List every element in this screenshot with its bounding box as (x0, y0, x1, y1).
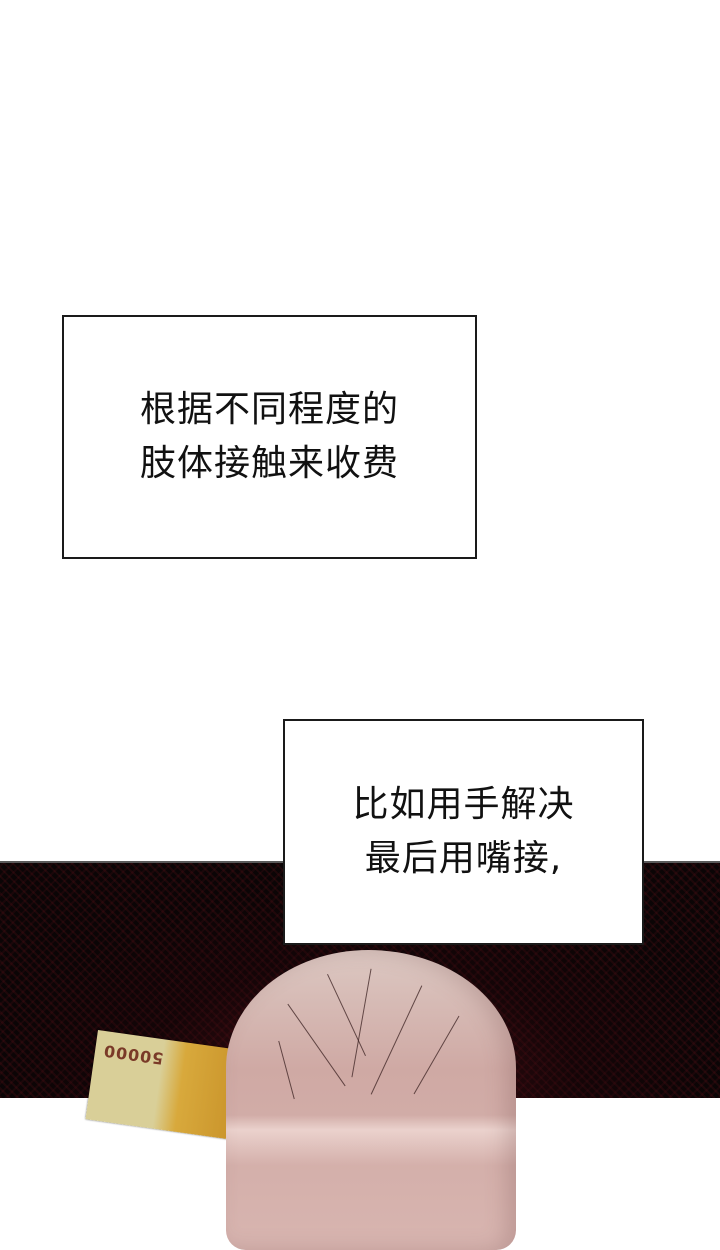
hair-strand (287, 1003, 346, 1087)
caption-line: 根据不同程度的 (139, 389, 399, 430)
hair-strand (278, 1040, 295, 1100)
hair-strand (370, 985, 423, 1095)
banknote-value: 50000 (101, 1041, 165, 1069)
caption-box-1: 根据不同程度的 肢体接触来收费 (62, 315, 477, 559)
caption-box-2: 比如用手解决 最后用嘴接, (283, 719, 644, 945)
hair-strand (413, 1015, 460, 1095)
hair-strand (351, 968, 372, 1078)
caption-text-2: 比如用手解决 最后用嘴接, (352, 778, 574, 886)
caption-text-1: 根据不同程度的 肢体接触来收费 (140, 383, 399, 491)
caption-line: 比如用手解决 (352, 784, 575, 825)
caption-line: 最后用嘴接, (364, 838, 563, 879)
character-hair-illustration (226, 950, 516, 1250)
banknote-illustration: 50000 (85, 1030, 247, 1141)
caption-line: 肢体接触来收费 (139, 443, 399, 484)
hair-strand (327, 974, 366, 1056)
